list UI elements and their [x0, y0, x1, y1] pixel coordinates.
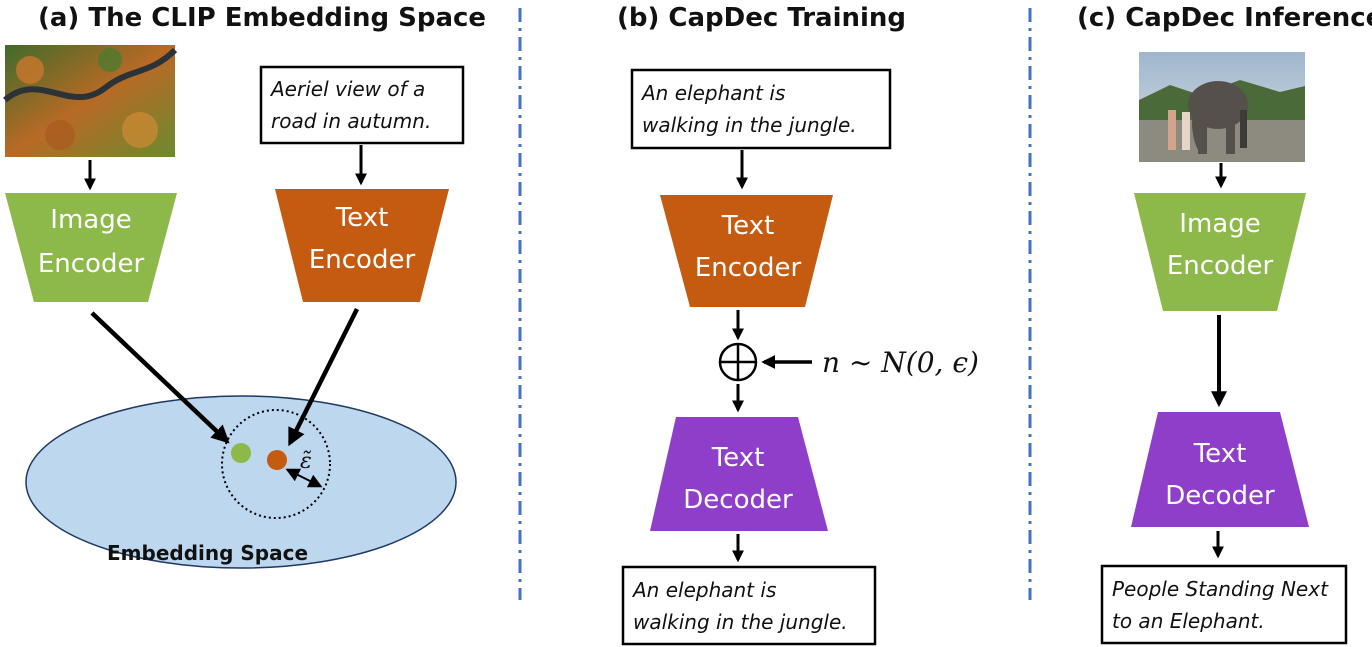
aerial-road-photo — [3, 45, 178, 157]
input-text-box-a — [259, 65, 465, 145]
text-encoder-a — [275, 189, 449, 302]
epsilon-label: ε̃ — [300, 449, 312, 474]
panel-b: (b) CapDec Training An elephant is walki… — [617, 3, 979, 646]
embedding-space-label: Embedding Space — [107, 541, 308, 565]
text-decoder-c — [1131, 412, 1309, 527]
text-encoder-b — [660, 195, 833, 307]
input-text-b-line2: walking in the jungle. — [642, 113, 857, 137]
input-text-box-b — [630, 68, 892, 150]
noise-label: n ~ N(0, ϵ) — [822, 346, 979, 379]
image-encoder-c — [1134, 193, 1306, 311]
input-text-a-line1: Aeriel view of a — [269, 77, 425, 101]
input-text-a-line2: road in autumn. — [271, 109, 431, 133]
panel-c-title: (c) CapDec Inference — [1077, 3, 1372, 33]
panel-c: (c) CapDec Inference Image Encoder Text … — [1077, 3, 1372, 645]
text-encoder-a-line2: Encoder — [309, 245, 416, 275]
text-decoder-c-line2: Decoder — [1165, 481, 1275, 511]
text-decoder-b — [650, 417, 828, 531]
input-text-b-line1: An elephant is — [640, 81, 785, 105]
output-text-b-line1: An elephant is — [631, 578, 776, 602]
text-embedding-dot — [267, 450, 287, 470]
epsilon-neighborhood — [221, 409, 331, 519]
image-encoder-a-line1: Image — [50, 205, 131, 235]
output-text-c-line2: to an Elephant. — [1112, 609, 1265, 633]
text-decoder-c-line1: Text — [1193, 439, 1247, 469]
embedding-space — [25, 395, 457, 569]
panel-b-title: (b) CapDec Training — [617, 3, 906, 33]
output-text-box-b — [621, 565, 877, 646]
panel-a: (a) The CLIP Embedding Space Image Encod… — [3, 3, 486, 569]
text-encoder-a-line1: Text — [335, 203, 389, 233]
image-embedding-dot — [231, 443, 251, 463]
text-encoder-b-line1: Text — [721, 211, 775, 241]
text-decoder-b-line1: Text — [711, 443, 765, 473]
panel-a-title: (a) The CLIP Embedding Space — [38, 3, 486, 33]
image-encoder-c-line2: Encoder — [1167, 251, 1274, 281]
noise-add-icon — [718, 342, 758, 382]
text-decoder-b-line2: Decoder — [683, 485, 793, 515]
output-text-c-line1: People Standing Next — [1112, 577, 1329, 601]
text-encoder-b-line2: Encoder — [695, 253, 802, 283]
output-text-box-c — [1100, 564, 1348, 645]
output-text-b-line2: walking in the jungle. — [633, 610, 848, 634]
elephant-photo — [1139, 52, 1305, 162]
image-encoder-a — [5, 193, 177, 302]
image-encoder-a-line2: Encoder — [38, 249, 145, 279]
image-encoder-c-line1: Image — [1179, 209, 1260, 239]
